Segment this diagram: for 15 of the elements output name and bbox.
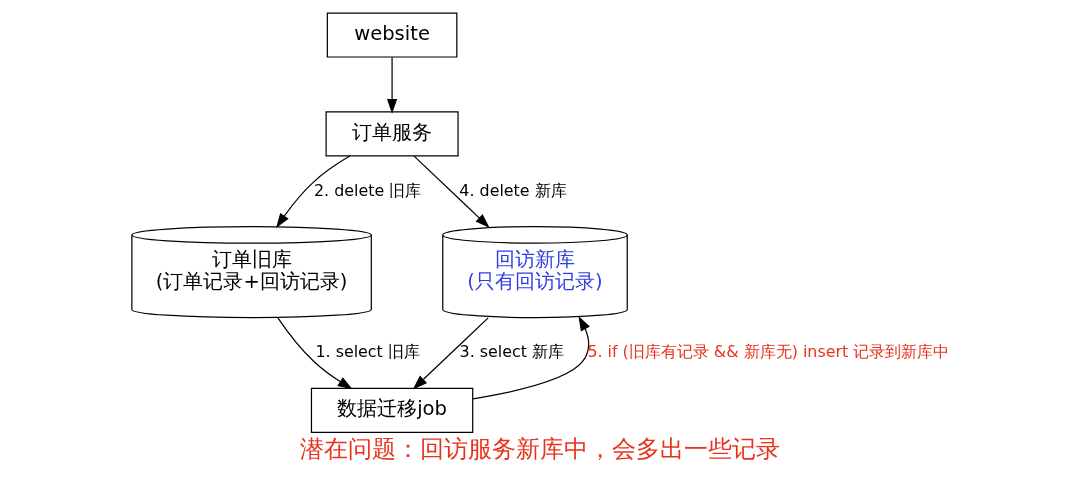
arrow	[472, 316, 590, 400]
caption: 潜在问题：回访服务新库中，会多出一些记录	[300, 433, 780, 463]
arrow	[412, 155, 490, 228]
edge-label: 3. select 新库	[459, 342, 564, 362]
arrow	[412, 317, 489, 390]
edge-label: 1. select 旧库	[314, 342, 420, 362]
node-box: website	[326, 12, 457, 58]
edge-label: 4. delete 新库	[458, 180, 567, 200]
node-box: 数据迁移job	[310, 387, 473, 433]
arrow	[386, 56, 397, 114]
arrow	[276, 317, 352, 390]
arrow	[275, 155, 350, 228]
node-box: 订单服务	[325, 111, 459, 157]
edge-label: 2. delete 旧库	[313, 180, 421, 200]
edge-label: 5. if (旧库有记录 && 新库无) insert 记录到新库中	[586, 342, 949, 362]
